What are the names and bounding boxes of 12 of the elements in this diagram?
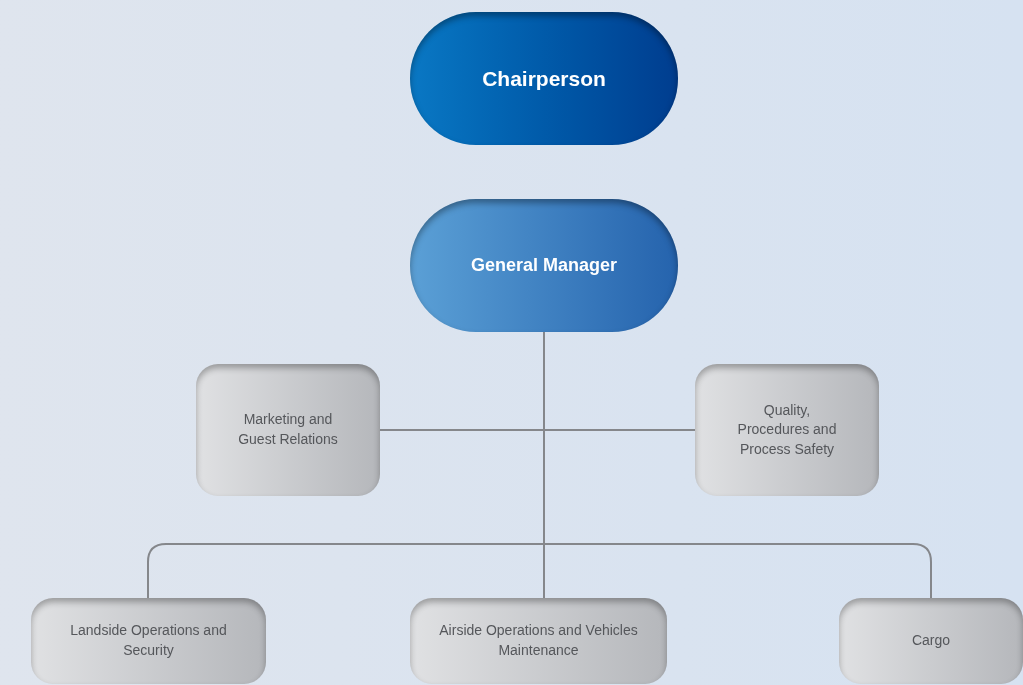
node-label: Marketing and Guest Relations: [237, 410, 339, 449]
node-label: General Manager: [469, 253, 619, 277]
department-box: [695, 364, 879, 496]
department-box: [410, 598, 667, 684]
node-label: Cargo: [910, 631, 952, 651]
node-label: Chairperson: [481, 65, 607, 92]
node-label: Quality, Procedures and Process Safety: [736, 400, 838, 459]
node-label: Landside Operations and Security: [69, 621, 228, 660]
node-label: Airside Operations and Vehicles Maintenance: [438, 621, 639, 660]
department-box: [31, 598, 266, 684]
department-box: [839, 598, 1023, 684]
department-box: [196, 364, 380, 496]
